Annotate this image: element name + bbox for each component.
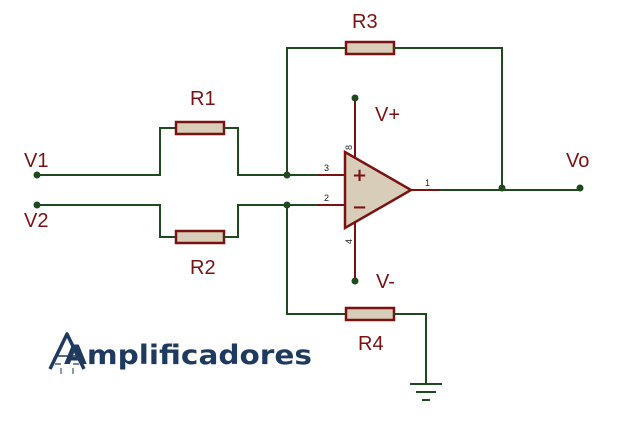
label-r4: R4: [358, 333, 384, 355]
pin-3-label: 3: [324, 163, 329, 173]
r3-resistor: [344, 40, 396, 56]
opamp-minus-symbol: −: [352, 197, 367, 218]
pin-1-label: 1: [425, 178, 430, 188]
r3-right-wire: [394, 47, 503, 188]
r4-resistor: [344, 306, 396, 322]
label-r3: R3: [352, 11, 378, 33]
r2-resistor: [174, 229, 226, 245]
vo-terminal: [576, 184, 584, 192]
r1-resistor: [174, 120, 226, 136]
r3-left-wire: [286, 47, 346, 175]
pin-8-label: 8: [344, 145, 354, 150]
amplificadores-logo: Amplificadores: [48, 332, 312, 374]
junction-noninv: [283, 171, 291, 179]
pin-2-label: 2: [324, 193, 329, 203]
label-vplus: V+: [375, 104, 400, 126]
v2-wire: [37, 204, 176, 238]
r2-out-wire: [224, 204, 345, 238]
vplus-terminal: [351, 94, 359, 102]
junction-inv: [283, 201, 291, 209]
v1-branch: [33, 120, 345, 179]
ground-path: [283, 201, 442, 401]
label-v2: V2: [24, 210, 48, 232]
label-v1: V1: [24, 150, 48, 172]
pin-4-label: 4: [344, 239, 354, 244]
logo-text: Amplificadores: [64, 340, 312, 371]
vminus-terminal: [351, 277, 359, 285]
v1-wire: [37, 127, 176, 176]
label-r1: R1: [190, 88, 216, 110]
junction-output: [498, 184, 506, 192]
logo-a-mark: [48, 332, 86, 374]
v2-branch: [33, 201, 345, 245]
label-vo: Vo: [566, 150, 589, 172]
label-r2: R2: [190, 257, 216, 279]
r1-out-wire: [224, 127, 345, 176]
r4-right-wire: [394, 313, 427, 384]
r4-left-wire: [286, 205, 346, 315]
opamp-plus-symbol: +: [352, 165, 367, 186]
opamp: + −: [343, 94, 584, 285]
feedback-path: [283, 40, 503, 188]
label-vminus: V-: [376, 271, 395, 293]
opamp-triangle: [343, 149, 414, 231]
